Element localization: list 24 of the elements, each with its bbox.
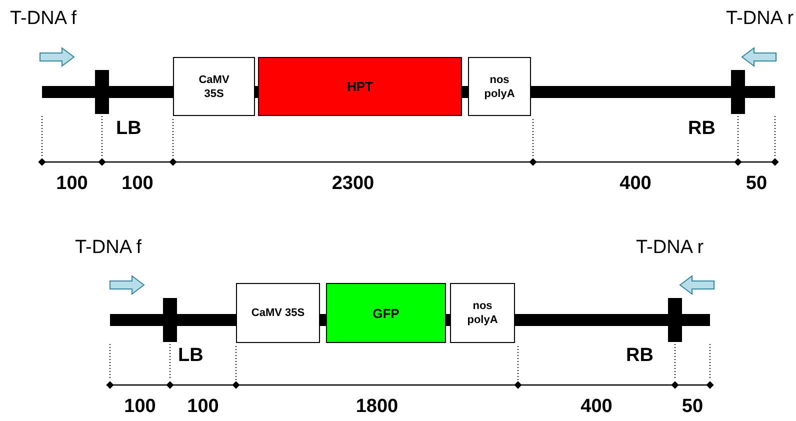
dimension-value: 100 <box>56 173 88 195</box>
gene-box: CaMV 35S <box>236 283 320 343</box>
dimension-value: 400 <box>620 173 652 195</box>
border-label: LB <box>116 118 142 140</box>
border-label: LB <box>178 345 204 367</box>
border-label: RB <box>688 118 716 140</box>
primer-label: T-DNA r <box>636 237 704 259</box>
dimension-value: 50 <box>682 396 704 418</box>
primer-label: T-DNA r <box>726 8 794 30</box>
dimension-value: 2300 <box>332 173 374 195</box>
gene-box: GFP <box>326 283 446 343</box>
gene-box: HPT <box>258 57 462 116</box>
gene-box: nos polyA <box>468 57 531 116</box>
dimension-value: 100 <box>187 396 219 418</box>
primer-label: T-DNA f <box>75 237 142 259</box>
dimension-value: 1800 <box>356 396 398 418</box>
gene-box: nos polyA <box>450 283 515 343</box>
gene-box: CaMV 35S <box>173 57 255 116</box>
dimension-value: 100 <box>124 396 156 418</box>
dimension-value: 100 <box>122 173 154 195</box>
primer-label: T-DNA f <box>10 8 77 30</box>
border-label: RB <box>626 345 654 367</box>
dimension-value: 400 <box>580 396 612 418</box>
dimension-value: 50 <box>746 173 768 195</box>
